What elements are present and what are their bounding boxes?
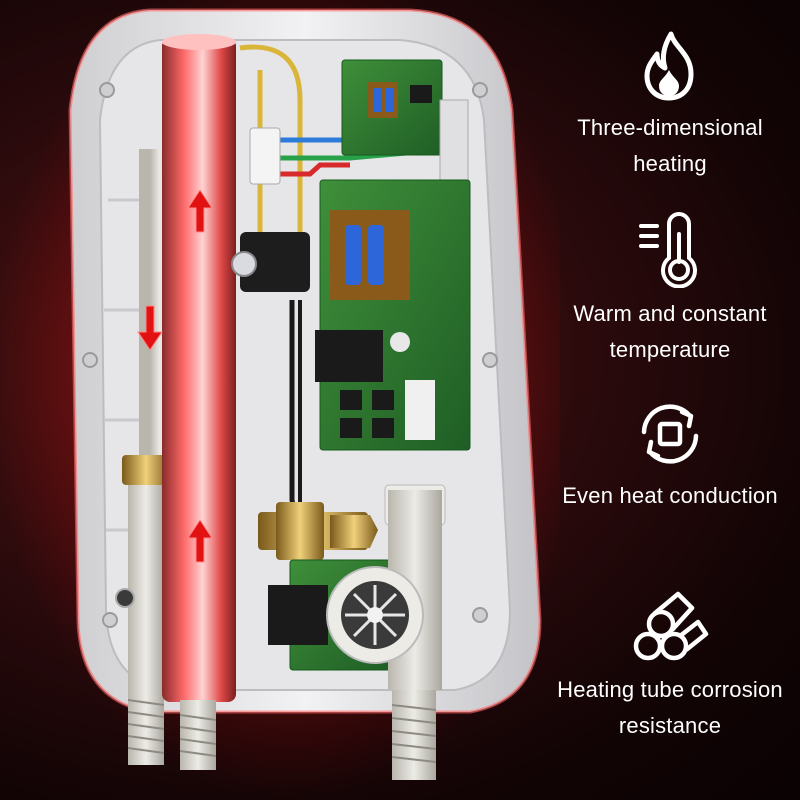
feature-even-heat-conduction: Even heat conduction [540, 398, 800, 514]
feature-list: Three-dimensional heating Warm and const… [540, 0, 800, 800]
thermometer-icon [639, 212, 697, 288]
feature-label-line: Heating tube corrosion [557, 677, 783, 702]
feature-label-line: temperature [609, 337, 731, 362]
flame-icon [644, 31, 694, 101]
water-heater-cutaway-image [0, 0, 560, 800]
feature-label: Even heat conduction [540, 478, 800, 514]
feature-label-line: heating [633, 151, 707, 176]
feature-label-line: Even heat conduction [562, 483, 778, 508]
feature-label-line: Three-dimensional [577, 115, 763, 140]
feature-label: Warm and constant temperature [540, 296, 800, 368]
feature-label: Three-dimensional heating [540, 110, 800, 182]
feature-label-line: resistance [618, 713, 722, 738]
feature-label: Heating tube corrosion resistance [540, 672, 800, 744]
stacked-tubes-icon [633, 591, 709, 661]
cycle-arrows-icon [641, 404, 699, 464]
feature-three-dimensional-heating: Three-dimensional heating [540, 30, 800, 182]
feature-corrosion-resistance: Heating tube corrosion resistance [540, 588, 800, 744]
feature-label-line: Warm and constant [573, 301, 767, 326]
feature-warm-constant-temperature: Warm and constant temperature [540, 212, 800, 368]
